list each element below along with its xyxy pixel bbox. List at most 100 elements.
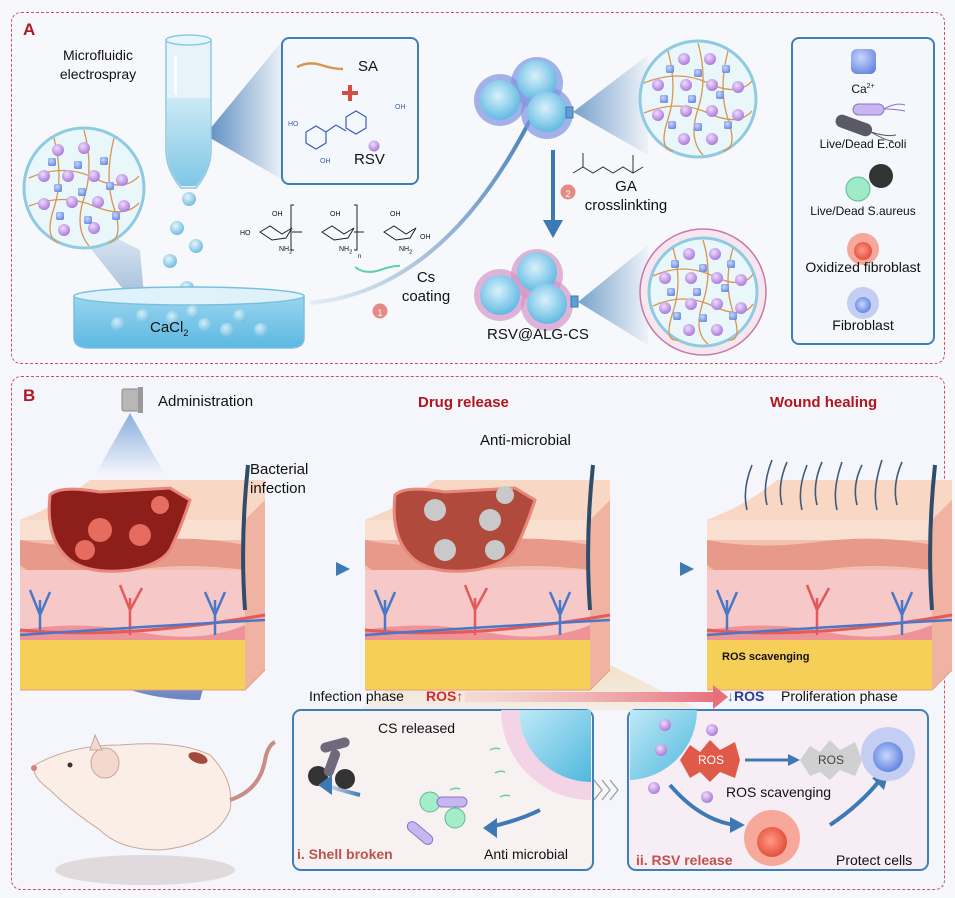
panel-b-graphics	[18, 387, 954, 885]
chitosan-chain-icon	[354, 264, 401, 273]
nh-sub: 2	[409, 249, 413, 256]
ros-phase-bar	[465, 692, 715, 702]
ros-scavenging-top-label: ROS scavenging	[722, 651, 810, 663]
ros-down-text: ROS	[734, 688, 765, 704]
wound-healing-title: Wound healing	[770, 394, 878, 411]
administration-label: Administration	[158, 393, 254, 410]
sa-chain-icon	[296, 62, 344, 71]
spray-cone	[95, 413, 165, 475]
step2-label: GA crosslinkting	[576, 177, 676, 215]
stage-arrow-2-head	[680, 562, 694, 576]
resveratrol-structure-icon	[305, 110, 367, 150]
nh-sub: 2	[349, 249, 353, 256]
electrospray-tube-icon	[165, 34, 212, 189]
nh-text: NH	[279, 246, 290, 253]
healed-skin-block-icon	[705, 459, 954, 692]
shell-broken-title: i. Shell broken	[297, 846, 393, 862]
legend-calcium-sup: 2+	[866, 83, 875, 90]
bacterial-infection-label: Bacterial infection	[250, 460, 308, 498]
cs-nh2-3: NH2	[399, 240, 412, 262]
chevrons-icon	[593, 779, 619, 801]
ros-burst	[75, 496, 169, 560]
bath-label-text: CaCl	[150, 319, 184, 336]
electrospray-label-line1: Microfluidic	[62, 47, 133, 63]
chitosan-structure-icon	[259, 204, 417, 251]
droplets	[163, 192, 203, 295]
scavenge-arrow-head	[788, 754, 800, 766]
arrow-up-icon: ↑	[456, 688, 464, 704]
glutaraldehyde-structure-icon	[572, 153, 644, 174]
infected-skin-block-icon	[18, 463, 267, 692]
cs-nh2-2: NH2	[339, 240, 352, 262]
ros-burst-neutralized	[424, 486, 514, 561]
cs-oh-1: OH	[272, 211, 283, 218]
sa-label: SA	[358, 58, 379, 75]
legend-fibroblast-label: Fibroblast	[832, 317, 894, 333]
oh-label-bottom: OH	[320, 158, 331, 165]
oxidized-fibroblast-icon	[847, 233, 879, 265]
heal-arrow	[828, 778, 882, 827]
protect-cells-label: Protect cells	[836, 852, 913, 868]
step1-badge	[372, 303, 388, 319]
infection-line1: Bacterial	[250, 461, 309, 478]
coating-arrow	[309, 99, 542, 305]
proliferation-phase-label: Proliferation phase	[781, 688, 898, 704]
cs-release-arrow-head	[483, 818, 497, 838]
protect-arrow	[668, 783, 736, 827]
fibroblast-icon	[847, 287, 879, 319]
dead-bacteria-icon	[308, 737, 355, 789]
product-label: RSV@ALG-CS	[487, 326, 589, 343]
cs-oh-4: OH	[420, 234, 431, 241]
arrow-down-icon: ↓	[727, 688, 734, 704]
drug-release-skin-block-icon	[363, 463, 612, 692]
step2-badge	[560, 184, 576, 200]
oxidized-fibroblast-icon	[744, 810, 800, 866]
zoom-beam	[573, 55, 648, 155]
electrospray-label: Microfluidic electrospray	[50, 46, 146, 84]
panel-b-label: B	[23, 386, 36, 405]
released-cs-chains	[449, 747, 511, 798]
ho-label: HO	[288, 121, 299, 128]
panel-a-label: A	[23, 20, 36, 39]
cs-oh-3: OH	[390, 211, 401, 218]
ros-up-label: ROS↑	[426, 687, 463, 706]
step2-line1: GA	[615, 178, 637, 195]
nh-text: NH	[339, 246, 350, 253]
legend-oxidized-fibroblast-label: Oxidized fibroblast	[805, 259, 921, 275]
mouse-icon	[31, 733, 276, 885]
kill-arrow-head	[318, 775, 332, 795]
rsv-alg-cs-cluster-icon	[474, 249, 579, 331]
electrospray-label-line2: electrospray	[59, 66, 137, 82]
cs-nh2-1: NH2	[279, 240, 292, 262]
petri-dish-icon	[73, 286, 305, 349]
rsv-release-title: ii. RSV release	[636, 852, 733, 868]
fibroblast-icon	[861, 727, 915, 781]
legend-ecoli-label: Live/Dead E.coli	[819, 137, 907, 151]
zoom-beam	[578, 245, 648, 345]
ros-scavenging-box-label: ROS scavenging	[726, 784, 832, 800]
anti-microbial-label: Anti-microbial	[480, 432, 571, 449]
cs-ho-1: HO	[240, 230, 251, 237]
saureus-icon	[845, 164, 893, 202]
step1-label: Cs coating	[396, 268, 456, 306]
alg-network-zoom-icon	[638, 39, 758, 159]
step1-line2: coating	[401, 288, 451, 305]
ros-neutralized-icon	[800, 740, 862, 780]
ros-neutralized-label: ROS	[818, 753, 845, 767]
step2-number: 2	[565, 189, 571, 199]
step1-line1: Cs	[416, 269, 436, 286]
ros-active-label: ROS	[698, 753, 725, 767]
ros-active-icon	[680, 740, 740, 782]
cs-repeat-n: n	[358, 254, 362, 260]
bath-label: CaCl2	[150, 318, 188, 343]
protect-arrow-head	[730, 817, 745, 833]
nh-text: NH	[399, 246, 410, 253]
components-box	[281, 37, 419, 185]
rsv-molecules	[648, 719, 718, 803]
legend-icons	[835, 49, 906, 319]
legend-calcium-text: Ca	[851, 82, 867, 96]
rsv-molecule-icon	[368, 140, 380, 152]
legend-calcium-label: Ca2+	[791, 77, 935, 99]
bath-label-sub: 2	[183, 328, 189, 338]
calcium-ion-icon	[851, 49, 876, 74]
